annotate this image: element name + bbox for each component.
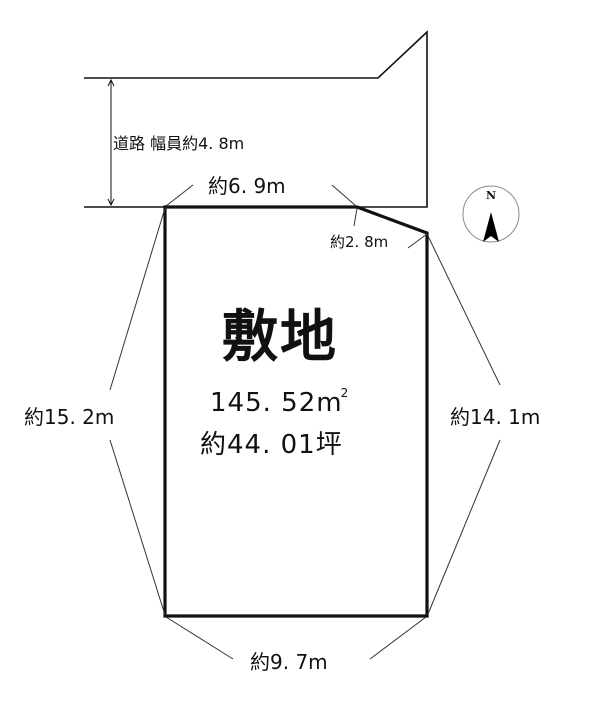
- north-label: N: [486, 189, 497, 202]
- left-boundary-dimension: 約15. 2m: [24, 405, 115, 429]
- bottom-boundary-dimension: 約9. 7m: [250, 650, 328, 674]
- area-unit-superscript: 2: [340, 386, 350, 400]
- site-title: 敷地: [222, 305, 338, 370]
- dimension-leaders: [109, 184, 501, 660]
- site-boundary: [163, 205, 429, 618]
- right-boundary-dimension: 約14. 1m: [450, 405, 541, 429]
- site-area-tsubo: 約44. 01坪: [200, 430, 343, 460]
- road-label: 道路 幅員約4. 8m: [113, 134, 245, 153]
- corner-cut-dimension: 約2. 8m: [330, 233, 389, 251]
- site-area-square-meters: 145. 52m2: [210, 386, 349, 418]
- top-boundary-dimension: 約6. 9m: [208, 174, 286, 198]
- area-value: 145. 52: [210, 388, 317, 418]
- road-width-arrow: [107, 78, 115, 207]
- north-compass-icon: [462, 185, 520, 243]
- area-unit: m: [316, 388, 343, 418]
